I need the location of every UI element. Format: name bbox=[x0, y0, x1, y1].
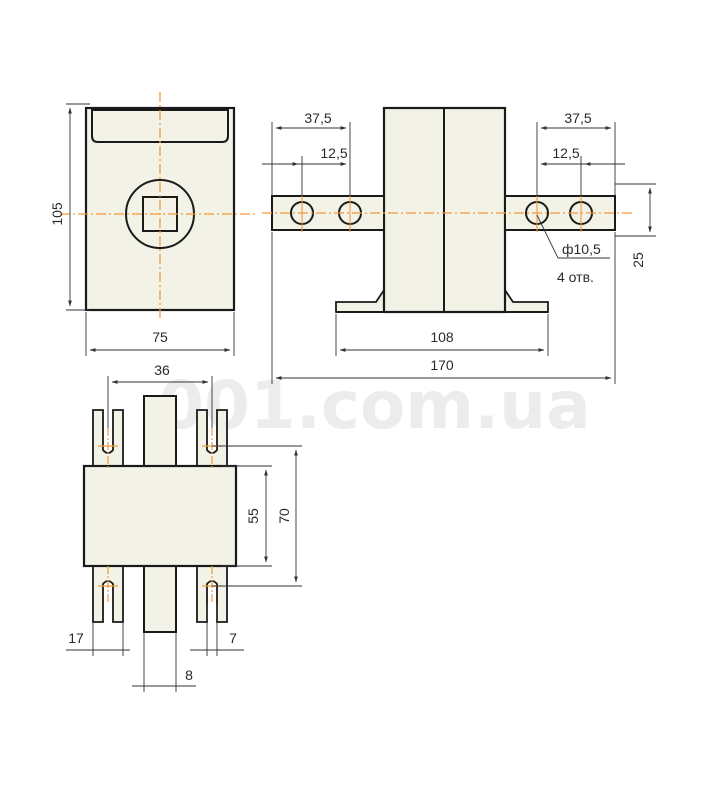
side-base-plate bbox=[335, 287, 385, 313]
overall-length-label: 170 bbox=[430, 357, 454, 373]
hole-callout-leader bbox=[536, 214, 559, 259]
side-view: 37,5 12,5 37,5 12,5 25 ф10,5 4 отв. 108 bbox=[262, 106, 656, 384]
front-width-label: 75 bbox=[152, 329, 168, 345]
pin-spacing-label: 36 bbox=[154, 362, 170, 378]
front-top-bar bbox=[91, 109, 229, 143]
right-terminal-pitch-label: 37,5 bbox=[564, 110, 591, 126]
front-height-label: 105 bbox=[49, 202, 65, 226]
top-body bbox=[82, 464, 238, 568]
terminal-offset-label: 25 bbox=[630, 252, 646, 268]
inner-depth-label: 55 bbox=[245, 508, 261, 524]
left-terminal-pitch-label: 37,5 bbox=[304, 110, 331, 126]
top-view: 36 55 70 17 7 8 bbox=[66, 362, 302, 692]
bar-width-label: 8 bbox=[185, 667, 193, 683]
slotted-lug bbox=[196, 565, 228, 623]
slot-gap-label: 7 bbox=[229, 630, 237, 646]
slot-width-label: 17 bbox=[68, 630, 84, 646]
slotted-lug bbox=[196, 409, 228, 467]
outer-depth-label: 70 bbox=[276, 508, 292, 524]
hole-diameter-label: ф10,5 bbox=[562, 241, 601, 257]
right-hole-pitch-label: 12,5 bbox=[552, 145, 579, 161]
base-length-label: 108 bbox=[430, 329, 454, 345]
side-base-plate-right bbox=[504, 287, 549, 313]
front-view: 105 75 bbox=[49, 92, 255, 356]
left-hole-pitch-label: 12,5 bbox=[320, 145, 347, 161]
slotted-lug bbox=[92, 409, 124, 467]
slotted-lug bbox=[92, 565, 124, 623]
hole-count-label: 4 отв. bbox=[557, 269, 594, 285]
